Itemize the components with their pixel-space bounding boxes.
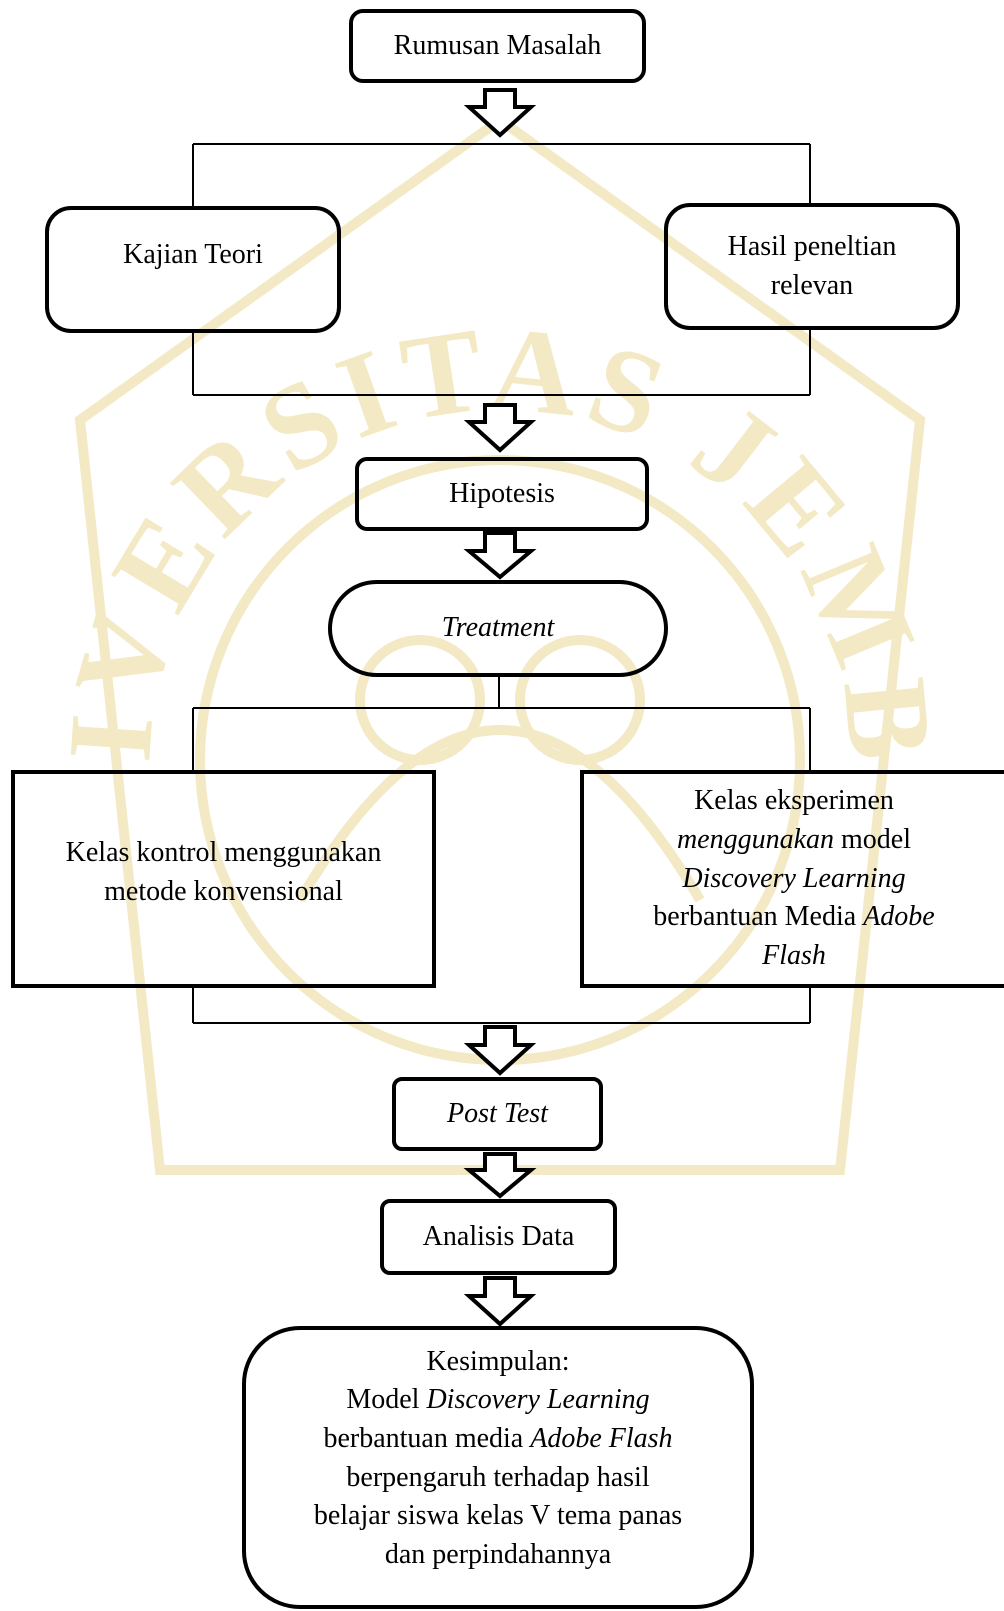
kesimpulan-line-1: Kesimpulan: — [426, 1345, 570, 1377]
kontrol-line-1: Kelas kontrol menggunakan — [65, 837, 382, 869]
kajian-label: Kajian Teori — [123, 239, 263, 271]
kesimpulan-line-2: Model Discovery Learning — [346, 1384, 650, 1416]
hasil-line-1: Hasil peneltian — [727, 230, 897, 262]
kesimpulan-line-3: berbantuan media Adobe Flash — [323, 1422, 673, 1454]
hipotesis-label: Hipotesis — [449, 477, 555, 509]
arrow-4 — [463, 1025, 537, 1076]
arrow-2 — [463, 403, 537, 453]
node-kajian-teori: Kajian Teori — [45, 206, 341, 333]
eksperimen-line-3: Discovery Learning — [682, 862, 906, 894]
node-analisis-data: Analisis Data — [380, 1199, 617, 1275]
hasil-line-2: relevan — [770, 269, 854, 301]
node-treatment: Treatment — [328, 580, 668, 677]
arrow-5 — [463, 1152, 537, 1199]
arrow-6 — [463, 1276, 537, 1327]
kesimpulan-line-5: belajar siswa kelas V tema panas — [313, 1500, 683, 1532]
arrow-1 — [463, 88, 537, 138]
kontrol-line-2: metode konvensional — [104, 876, 343, 907]
arrow-3 — [463, 531, 537, 580]
node-post-test: Post Test — [392, 1077, 603, 1151]
kesimpulan-line-4: berpengaruh terhadap hasil — [346, 1461, 650, 1493]
kesimpulan-line-6: dan perpindahannya — [384, 1538, 612, 1570]
treatment-label: Treatment — [441, 612, 555, 644]
eksperimen-line-2: menggunakan model — [676, 824, 912, 856]
rumusan-label: Rumusan Masalah — [393, 29, 602, 61]
node-hipotesis: Hipotesis — [355, 457, 649, 531]
node-kelas-kontrol: Kelas kontrol menggunakan metode konvens… — [11, 770, 436, 988]
node-kesimpulan: Kesimpulan: Model Discovery Learning ber… — [242, 1326, 754, 1609]
posttest-label: Post Test — [447, 1097, 548, 1129]
eksperimen-line-1: Kelas eksperimen — [694, 785, 894, 817]
node-hasil-penelitian: Hasil peneltian relevan — [664, 203, 960, 330]
node-rumusan-masalah: Rumusan Masalah — [349, 9, 646, 83]
eksperimen-line-5: Flash — [762, 939, 826, 971]
analisis-label: Analisis Data — [422, 1220, 575, 1252]
eksperimen-line-4: berbantuan Media Adobe — [653, 901, 935, 933]
node-kelas-eksperimen: Kelas eksperimen menggunakan model Disco… — [580, 770, 1004, 988]
